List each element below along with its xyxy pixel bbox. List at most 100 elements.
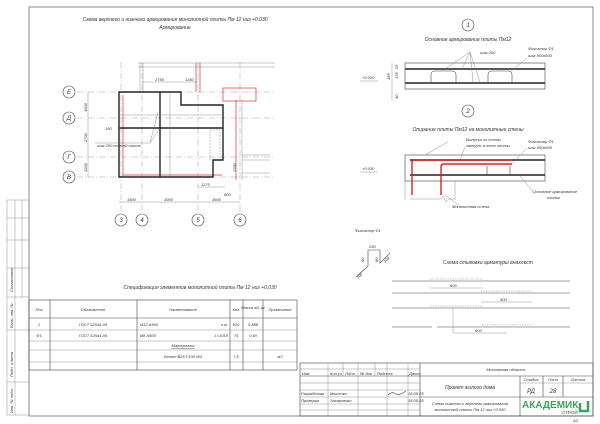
col-header-name: Наименование <box>169 307 197 312</box>
svg-text:Стадия: Стадия <box>524 377 540 382</box>
section-1-number: 1 <box>466 23 469 29</box>
sheet-number: 28 <box>549 389 557 395</box>
checker-role: Проверил <box>301 398 320 403</box>
svg-text:1200: 1200 <box>83 162 88 172</box>
svg-text:СТРОЙ: СТРОЙ <box>562 408 578 415</box>
svg-text:загнуть в тело плиты: загнуть в тело плиты <box>465 143 510 148</box>
svg-text:п.м.: п.м. <box>221 322 228 327</box>
developer-role: Разработал <box>301 391 325 396</box>
project-name: Проект жилого дома <box>445 385 495 391</box>
svg-text:1500: 1500 <box>127 197 137 202</box>
lap-title: Схема стыковки арматуры внахлест <box>443 260 533 266</box>
axis-markers: Е Д Г В 3 4 5 6 <box>62 85 247 227</box>
svg-text:820: 820 <box>233 322 240 327</box>
col-header-designation: Обозначение <box>81 307 106 312</box>
developer-name: Мысенко <box>330 391 348 396</box>
svg-text:Изм.: Изм. <box>302 371 311 376</box>
svg-text:2700: 2700 <box>83 132 88 143</box>
svg-text:ГОСТ 52544-06: ГОСТ 52544-06 <box>79 333 108 338</box>
svg-text:шаг 600х600: шаг 600х600 <box>528 53 553 58</box>
region-label: Московская область <box>486 367 525 372</box>
plan-view: Схема верхнего и нижнего армирования мон… <box>62 16 275 227</box>
svg-text:80: 80 <box>374 257 379 262</box>
svg-text:№ док: № док <box>360 371 373 376</box>
svg-text:плиты: плиты <box>547 195 560 200</box>
section-2-wall-label: Монолитная стена <box>452 204 490 209</box>
signature <box>387 390 407 396</box>
axis-G: Г <box>67 155 71 161</box>
svg-text:135: 135 <box>394 72 399 79</box>
side-stamp: Согласовано Взам. инв. № Подп. и дата Ин… <box>6 199 30 416</box>
svg-text:Дата: Дата <box>408 371 420 376</box>
section-1-level: +0.030 <box>362 75 375 80</box>
svg-text:25: 25 <box>394 64 399 70</box>
axis-3: 3 <box>119 218 123 224</box>
svg-text:Подпись: Подпись <box>377 371 393 376</box>
svg-text:3600: 3600 <box>212 197 222 202</box>
svg-text:3900: 3900 <box>164 197 174 202</box>
svg-text:75: 75 <box>234 333 239 338</box>
materials-label: Материалы <box>172 343 195 348</box>
axis-D: Д <box>66 116 72 122</box>
section-2-number: 2 <box>465 109 470 115</box>
svg-text:Основное армирование: Основное армирование <box>533 189 578 194</box>
plan-dimensions: 1600 2700 1200 2750 1150 1500 3900 3600 … <box>83 77 240 203</box>
svg-text:ГОСТ 52544-06: ГОСТ 52544-06 <box>79 322 108 327</box>
lap-splice-scheme: Схема стыковки арматуры внахлест 600 600… <box>392 260 570 334</box>
section-2-title: Опирание плиты Пм12 на монолитные стены <box>412 127 523 133</box>
section-2: 2 Опирание плиты Пм12 на монолитные стен… <box>360 104 578 209</box>
svg-text:100: 100 <box>355 271 364 280</box>
svg-text:1175: 1175 <box>201 182 210 187</box>
svg-text:0,40: 0,40 <box>249 333 258 338</box>
svg-text:100: 100 <box>382 255 391 264</box>
stamp-inv-no: Инв. № подл. <box>9 388 14 413</box>
col-header-pos: Поз <box>36 307 43 312</box>
svg-text:600: 600 <box>500 297 507 302</box>
svg-text:0,888: 0,888 <box>248 322 259 327</box>
svg-text:Листов: Листов <box>570 377 586 382</box>
specification-table: Спецификация элементов монолитной плиты … <box>28 284 298 371</box>
svg-text:1: 1 <box>38 322 40 327</box>
svg-text:АКАДЕМИК: АКАДЕМИК <box>522 400 579 411</box>
svg-text:1600: 1600 <box>83 102 88 112</box>
section-2-level: +0.030 <box>362 166 375 171</box>
svg-text:7,5: 7,5 <box>233 354 239 359</box>
table-row: Бетон В25 F100 W4 7,5 м3 <box>164 354 283 359</box>
spec-title: Спецификация элементов монолитной плиты … <box>123 284 276 291</box>
svg-text:Выпуски из стены: Выпуски из стены <box>466 137 501 142</box>
sheet-title-1: Схема нижнего и верхнего армирования <box>432 401 509 406</box>
svg-text:Фиксатор Ф1: Фиксатор Ф1 <box>528 46 554 51</box>
svg-text:Фиксатор Ф1: Фиксатор Ф1 <box>528 139 554 144</box>
table-row: Ф1 ГОСТ 52544-06 Ø8 А500 L=1010 75 0,40 <box>36 333 257 338</box>
logo-mark-icon <box>578 401 590 413</box>
stamp-agreed: Согласовано <box>9 267 14 292</box>
section-1: 1 Основное армирование плиты Пм12 шаг 20… <box>360 18 554 100</box>
axis-E: Е <box>67 90 72 96</box>
svg-text:2750: 2750 <box>154 77 165 82</box>
col-header-mass: Масса ед.,кг <box>241 305 264 310</box>
col-header-note: Примечание <box>268 307 292 312</box>
title-block: Изм. Кол.уч Лист № док Подпись Дата Разр… <box>299 362 594 423</box>
sheet-title-2: монолитной плиты Пм 12 низ +0.030 <box>434 407 506 412</box>
svg-text:Кол.уч: Кол.уч <box>330 371 342 376</box>
svg-text:1350: 1350 <box>232 162 237 172</box>
svg-text:Ø12 А500: Ø12 А500 <box>139 322 159 327</box>
fixator-f1-detail: Фиксатор Ф1 250 80 80 100 100 <box>355 228 391 280</box>
plan-subtitle: Армирование <box>158 25 191 31</box>
svg-text:600: 600 <box>450 283 457 288</box>
sheet-format: А3 <box>572 418 579 423</box>
fixator-f1-title: Фиксатор Ф1 <box>355 228 381 233</box>
axis-4: 4 <box>140 218 144 224</box>
col-header-qty: Кол <box>233 307 240 312</box>
svg-text:600: 600 <box>224 192 231 197</box>
stage-value: РД <box>527 389 536 395</box>
svg-text:Лист: Лист <box>547 377 559 382</box>
svg-text:40: 40 <box>394 94 399 99</box>
plan-title: Схема верхнего и нижнего армирования мон… <box>82 16 267 23</box>
svg-text:600: 600 <box>475 328 482 333</box>
dim-150: 150 <box>105 126 112 131</box>
svg-text:Ø8 А500: Ø8 А500 <box>139 333 157 338</box>
svg-text:80: 80 <box>360 257 365 262</box>
svg-text:18.05.25: 18.05.25 <box>408 391 424 396</box>
